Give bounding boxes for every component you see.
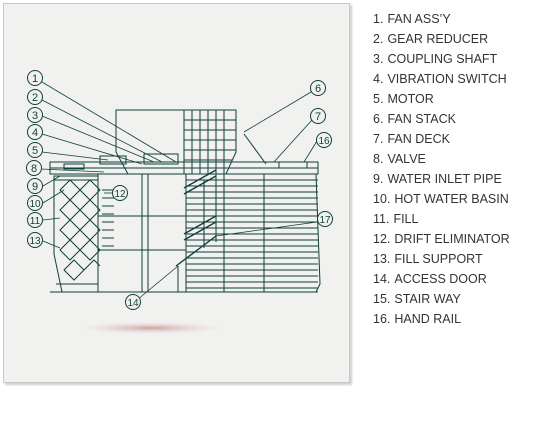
legend-label: FILL bbox=[393, 212, 419, 226]
callout-17: 17 bbox=[317, 211, 333, 227]
callout-13: 13 bbox=[27, 232, 43, 248]
svg-text:8: 8 bbox=[31, 163, 37, 175]
svg-text:5: 5 bbox=[32, 145, 38, 157]
legend-label: FAN DECK bbox=[387, 132, 450, 146]
callout-2: 2 bbox=[27, 89, 43, 105]
legend-label: STAIR WAY bbox=[394, 292, 461, 306]
legend-label: ACCESS DOOR bbox=[394, 272, 487, 286]
legend-item: 3.COUPLING SHAFT bbox=[373, 49, 510, 69]
stair-way bbox=[175, 169, 217, 292]
svg-text:4: 4 bbox=[32, 127, 38, 139]
svg-text:9: 9 bbox=[32, 181, 38, 193]
legend-number: 13. bbox=[373, 252, 391, 266]
cooling-tower-diagram: 1 2 3 4 5 8 9 bbox=[26, 70, 333, 334]
legend-label: FAN ASS’Y bbox=[387, 12, 451, 26]
svg-text:10: 10 bbox=[29, 199, 41, 210]
legend-number: 5. bbox=[373, 92, 384, 106]
legend-item: 10.HOT WATER BASIN bbox=[373, 189, 510, 209]
callout-14: 14 bbox=[125, 294, 141, 310]
callout-3: 3 bbox=[27, 107, 43, 123]
callout-12: 12 bbox=[112, 185, 128, 201]
legend-item: 4.VIBRATION SWITCH bbox=[373, 69, 510, 89]
svg-text:13: 13 bbox=[29, 236, 41, 247]
legend-item: 2.GEAR REDUCER bbox=[373, 29, 510, 49]
legend-number: 1. bbox=[373, 12, 384, 26]
legend-item: 9.WATER INLET PIPE bbox=[373, 169, 510, 189]
legend-item: 12.DRIFT ELIMINATOR bbox=[373, 229, 510, 249]
legend-list: 1.FAN ASS’Y 2.GEAR REDUCER 3.COUPLING SH… bbox=[373, 9, 510, 329]
leader-lines bbox=[40, 81, 318, 301]
legend-number: 2. bbox=[373, 32, 384, 46]
legend-item: 14.ACCESS DOOR bbox=[373, 269, 510, 289]
svg-text:11: 11 bbox=[30, 216, 41, 227]
diagram-panel: 1 2 3 4 5 8 9 bbox=[3, 3, 350, 383]
drift-eliminator bbox=[102, 189, 114, 247]
legend-number: 11. bbox=[373, 212, 390, 226]
ground-shadow bbox=[79, 322, 223, 334]
svg-text:14: 14 bbox=[127, 298, 139, 309]
legend-number: 6. bbox=[373, 112, 384, 126]
legend-label: HOT WATER BASIN bbox=[394, 192, 509, 206]
legend-number: 9. bbox=[373, 172, 384, 186]
legend-item: 5.MOTOR bbox=[373, 89, 510, 109]
fill-section bbox=[53, 175, 101, 293]
legend-number: 10. bbox=[373, 192, 391, 206]
legend-label: GEAR REDUCER bbox=[387, 32, 489, 46]
legend-label: VIBRATION SWITCH bbox=[387, 72, 507, 86]
fan-stack bbox=[115, 109, 267, 175]
callout-1: 1 bbox=[27, 70, 43, 86]
callout-6: 6 bbox=[310, 80, 326, 96]
callout-4: 4 bbox=[27, 124, 43, 140]
legend-number: 16. bbox=[373, 312, 391, 326]
callout-11: 11 bbox=[27, 212, 43, 228]
legend-number: 8. bbox=[373, 152, 384, 166]
callout-16: 16 bbox=[316, 132, 332, 148]
legend-item: 6.FAN STACK bbox=[373, 109, 510, 129]
callout-9: 9 bbox=[27, 178, 43, 194]
svg-text:6: 6 bbox=[315, 83, 321, 95]
legend-label: FAN STACK bbox=[387, 112, 456, 126]
legend-item: 13.FILL SUPPORT bbox=[373, 249, 510, 269]
legend-number: 12. bbox=[373, 232, 391, 246]
legend-number: 4. bbox=[373, 72, 384, 86]
legend-label: FILL SUPPORT bbox=[394, 252, 483, 266]
callout-8: 8 bbox=[26, 160, 42, 176]
legend-item: 8.VALVE bbox=[373, 149, 510, 169]
callout-7: 7 bbox=[310, 108, 326, 124]
legend-item: 15.STAIR WAY bbox=[373, 289, 510, 309]
svg-text:16: 16 bbox=[318, 136, 330, 147]
svg-text:1: 1 bbox=[32, 73, 38, 85]
legend-number: 7. bbox=[373, 132, 384, 146]
legend-number: 14. bbox=[373, 272, 391, 286]
legend-label: VALVE bbox=[387, 152, 426, 166]
legend-label: COUPLING SHAFT bbox=[387, 52, 498, 66]
legend-item: 1.FAN ASS’Y bbox=[373, 9, 510, 29]
callout-5: 5 bbox=[27, 142, 43, 158]
legend-label: HAND RAIL bbox=[394, 312, 462, 326]
svg-text:12: 12 bbox=[114, 189, 126, 200]
svg-text:2: 2 bbox=[32, 92, 38, 104]
svg-text:7: 7 bbox=[315, 111, 321, 123]
legend-item: 11.FILL bbox=[373, 209, 510, 229]
right-louvers bbox=[185, 173, 321, 293]
legend-label: WATER INLET PIPE bbox=[387, 172, 502, 186]
legend-label: DRIFT ELIMINATOR bbox=[394, 232, 510, 246]
legend-item: 16.HAND RAIL bbox=[373, 309, 510, 329]
legend-label: MOTOR bbox=[387, 92, 434, 106]
legend-number: 3. bbox=[373, 52, 384, 66]
svg-text:3: 3 bbox=[32, 110, 38, 122]
callout-10: 10 bbox=[27, 195, 43, 211]
svg-text:17: 17 bbox=[319, 215, 331, 226]
legend-item: 7.FAN DECK bbox=[373, 129, 510, 149]
legend-number: 15. bbox=[373, 292, 391, 306]
